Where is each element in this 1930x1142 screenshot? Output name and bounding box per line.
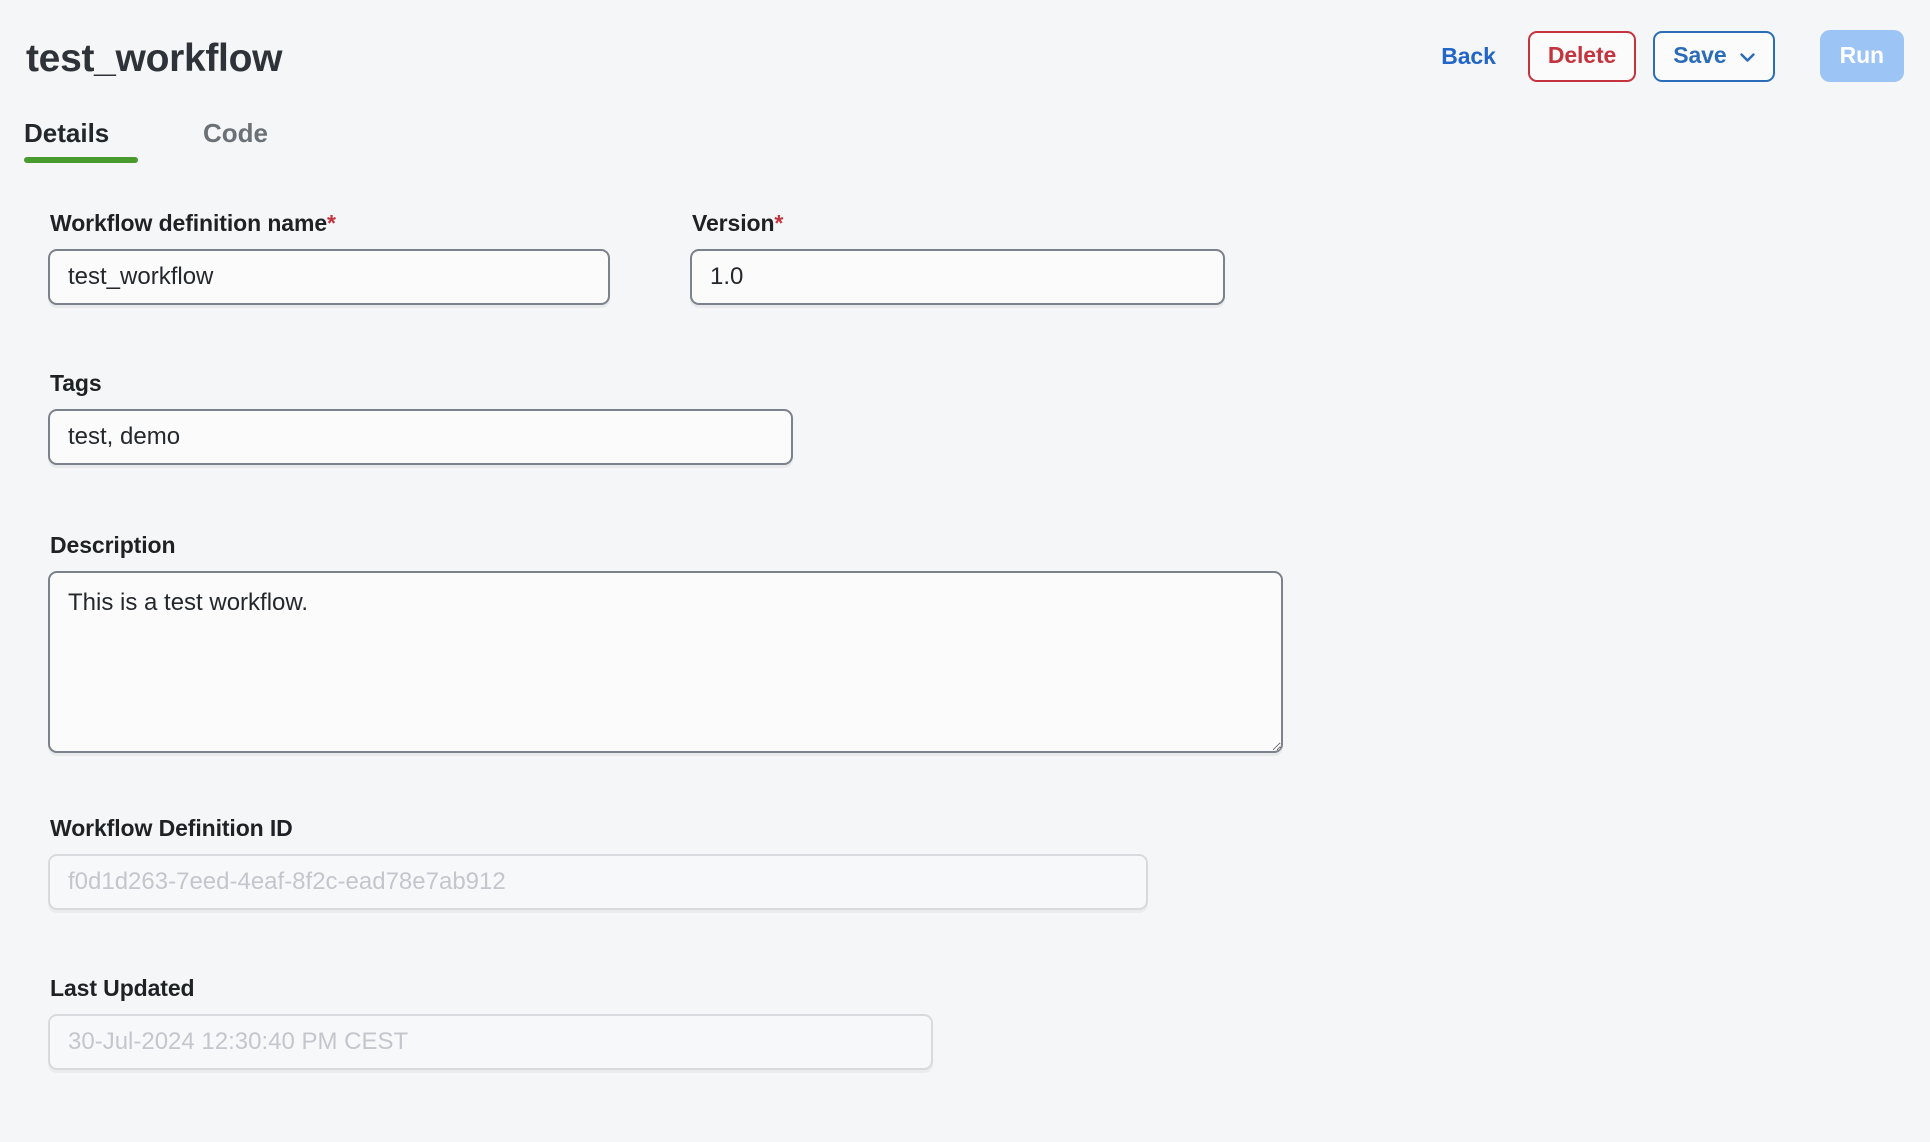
save-button[interactable]: Save [1653, 30, 1775, 82]
description-label: Description [50, 532, 176, 558]
workflow-name-label-text: Workflow definition name [50, 210, 328, 236]
workflow-definition-id-label: Workflow Definition ID [50, 815, 293, 841]
workflow-name-label: Workflow definition name* [50, 210, 610, 237]
chevron-down-icon [1738, 46, 1757, 65]
workflow-definition-id-input[interactable] [48, 854, 1148, 910]
page-title: test_workflow [26, 36, 283, 80]
version-label-text: Version [692, 210, 775, 236]
workflow-name-input[interactable] [48, 249, 610, 305]
version-label: Version* [692, 210, 1225, 237]
tab-bar: Details Code [24, 118, 268, 163]
last-updated-input[interactable] [48, 1014, 933, 1070]
tags-label: Tags [50, 370, 102, 396]
page-header: test_workflow Back Delete Save Run [0, 0, 1930, 112]
description-textarea[interactable] [48, 571, 1283, 753]
back-button[interactable]: Back [1425, 33, 1512, 80]
field-workflow-definition-id: Workflow Definition ID [48, 815, 1148, 910]
run-button[interactable]: Run [1819, 30, 1904, 82]
required-asterisk: * [774, 210, 784, 236]
field-workflow-name: Workflow definition name* [48, 210, 610, 305]
tab-details[interactable]: Details [24, 118, 138, 163]
last-updated-label: Last Updated [50, 975, 195, 1001]
tab-details-label: Details [24, 118, 110, 148]
version-input[interactable] [690, 249, 1225, 305]
field-last-updated: Last Updated [48, 975, 933, 1070]
tab-code[interactable]: Code [203, 118, 268, 163]
field-description: Description [48, 532, 1283, 758]
tags-input[interactable] [48, 409, 793, 465]
field-tags: Tags [48, 370, 793, 465]
field-version: Version* [690, 210, 1225, 305]
required-asterisk: * [327, 210, 336, 236]
save-button-label: Save [1673, 41, 1727, 68]
header-actions: Back Delete Save Run [1425, 30, 1906, 82]
delete-button[interactable]: Delete [1527, 30, 1637, 82]
tab-active-indicator [24, 157, 138, 163]
